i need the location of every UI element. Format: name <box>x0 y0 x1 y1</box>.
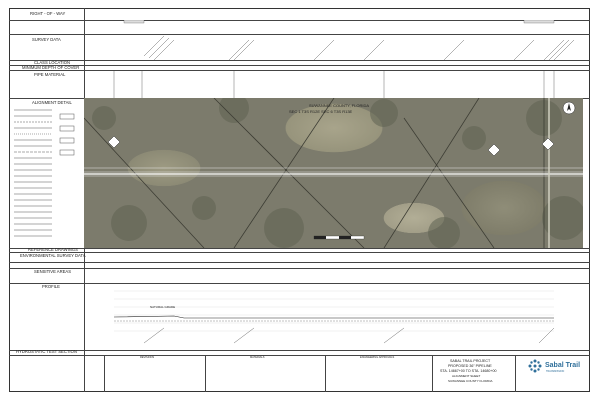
sheet-border <box>9 8 590 392</box>
tb-divider <box>205 355 206 392</box>
row-label-alignment-detail: ALIGNMENT DETAIL <box>32 100 72 105</box>
row-divider <box>9 248 590 249</box>
engineering-approvals-header: ENGINEERING APPROVALS <box>360 356 395 359</box>
row-divider <box>9 350 590 351</box>
tb-divider <box>325 355 326 392</box>
row-label-min-depth-cover: MINIMUM DEPTH OF COVER <box>22 65 80 70</box>
project-title: SABAL TRAIL PROJECT <box>450 359 491 363</box>
row-divider <box>9 283 590 284</box>
row-label-survey-data: SURVEY DATA <box>32 37 61 42</box>
row-divider <box>9 262 590 263</box>
station-annotations <box>113 20 575 98</box>
row-label-profile: PROFILE <box>42 284 60 289</box>
row-divider <box>9 268 590 269</box>
row-label-class-location: CLASS LOCATION <box>34 60 70 65</box>
row-label-sensitive-areas: SENSITIVE AREAS <box>34 269 72 274</box>
tb-divider <box>515 355 516 392</box>
aerial-photo: SUWANNEE COUNTY, FLORIDA SEC 1 T3S R12E … <box>84 98 583 248</box>
revisions-header: REVISIONS <box>140 356 155 359</box>
pipeline-title: PROPOSED 36" PIPELINE <box>448 364 492 368</box>
row-label-right-of-way: RIGHT - OF - WAY <box>30 11 66 16</box>
row-divider <box>9 65 590 66</box>
aerial-overlay <box>84 98 583 248</box>
row-divider <box>9 20 590 21</box>
logo-text: Sabal Trail <box>545 362 581 369</box>
materials-header: MATERIALS <box>250 356 265 359</box>
alignment-legend <box>14 109 75 237</box>
row-divider <box>9 70 590 71</box>
county-label: SUWANNEE COUNTY, FLORIDA <box>309 103 370 108</box>
row-label-reference-drawings: REFERENCE DRAWINGS <box>28 247 78 252</box>
county-title: SUWANNEE COUNTY FLORIDA <box>448 379 493 383</box>
sabal-trail-logo-icon <box>528 359 542 373</box>
profile-plot <box>113 290 555 344</box>
row-divider <box>9 60 590 61</box>
station-range: STA. 14667+00 TO STA. 14680+00 <box>440 369 497 373</box>
row-divider <box>9 355 590 356</box>
row-divider <box>9 34 590 35</box>
row-label-pipe-material: PIPE MATERIAL <box>34 72 66 77</box>
row-divider <box>9 252 590 253</box>
tb-divider <box>104 355 105 392</box>
row-label-hydrostatic: HYDROSTATIC TEST SECTION <box>16 349 77 354</box>
section-label: SEC 1 T3S R12E SEC 6 T3S R13E <box>289 109 353 114</box>
sheet-type: ALIGNMENT SHEET <box>452 374 481 378</box>
tb-divider <box>432 355 433 392</box>
natural-grade-label: NATURAL GRADE <box>150 305 176 309</box>
logo-subtext: TRANSMISSION <box>546 370 565 373</box>
row-label-environmental-survey: ENVIRONMENTAL SURVEY DATA <box>20 253 86 258</box>
